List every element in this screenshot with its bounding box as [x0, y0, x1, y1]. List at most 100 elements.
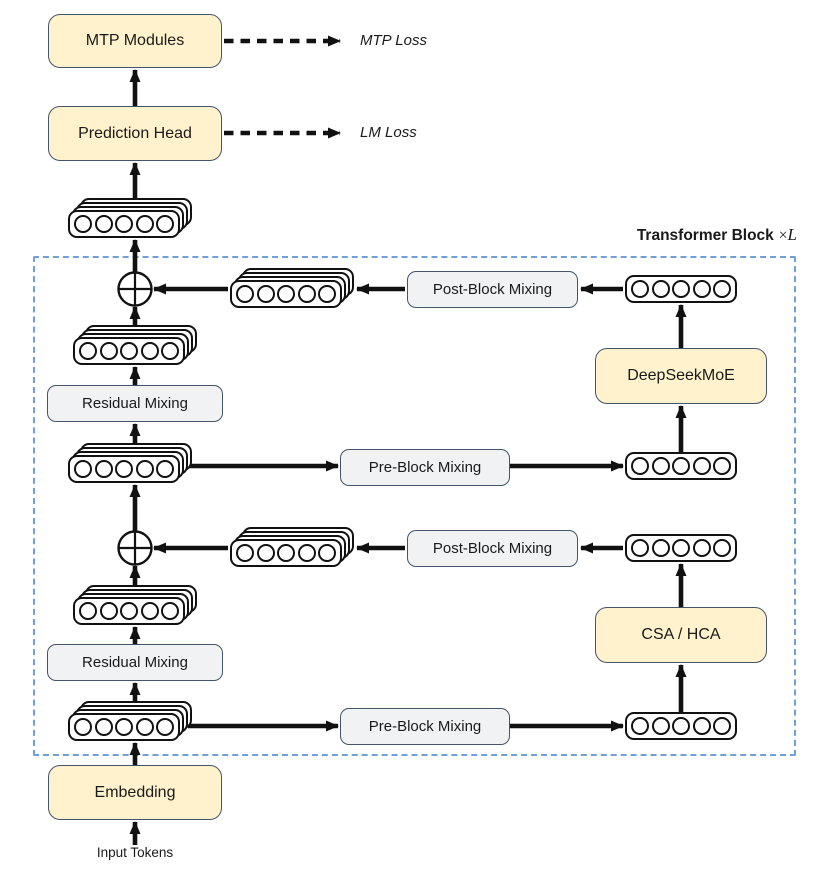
token-cell — [120, 602, 138, 620]
mtp-loss-label: MTP Loss — [360, 32, 427, 49]
node-label: Pre-Block Mixing — [368, 459, 482, 476]
node-label: Post-Block Mixing — [432, 281, 553, 298]
token-cell — [99, 602, 118, 620]
token-cell — [297, 285, 316, 303]
node-post-block-mixing-upper: Post-Block Mixing — [407, 271, 578, 308]
node-label: DeepSeekMoE — [627, 367, 735, 384]
node-post-block-mixing-lower: Post-Block Mixing — [407, 530, 578, 567]
token-cell — [672, 539, 690, 557]
token-cell — [236, 544, 254, 562]
lm-loss-label: LM Loss — [360, 124, 417, 141]
token-row-icon — [625, 452, 737, 480]
token-cell — [94, 215, 113, 233]
token-cell — [631, 539, 649, 557]
token-cell — [318, 285, 336, 303]
token-cell — [94, 460, 113, 478]
token-cell — [277, 544, 295, 562]
node-label: MTP Modules — [85, 32, 185, 49]
node-label: Embedding — [94, 783, 176, 801]
token-cell — [651, 457, 670, 475]
node-residual-mixing-upper: Residual Mixing — [47, 385, 223, 422]
token-cell — [651, 539, 670, 557]
transformer-block-label-text: Transformer Block — [636, 227, 774, 244]
times-symbol: × — [778, 227, 788, 244]
token-cell — [140, 602, 159, 620]
node-pre-block-mixing-upper: Pre-Block Mixing — [340, 449, 510, 486]
token-cell — [672, 457, 690, 475]
node-pre-block-mixing-lower: Pre-Block Mixing — [340, 708, 510, 745]
token-row-icon — [625, 712, 737, 740]
token-row-icon — [230, 539, 342, 567]
token-cell — [236, 285, 254, 303]
token-cell — [692, 539, 711, 557]
transformer-block-label: Transformer Block×L — [480, 225, 797, 245]
token-cell — [672, 717, 690, 735]
token-cell — [115, 460, 133, 478]
token-cell — [99, 342, 118, 360]
token-cell — [74, 460, 92, 478]
token-row-icon — [230, 280, 342, 308]
token-cell — [651, 717, 670, 735]
token-cell — [156, 460, 174, 478]
token-cell — [74, 718, 92, 736]
token-stack-icon — [73, 325, 197, 365]
token-cell — [713, 717, 731, 735]
token-cell — [156, 215, 174, 233]
token-stack-icon — [230, 268, 354, 308]
token-row-icon — [625, 534, 737, 562]
token-cell — [713, 539, 731, 557]
token-cell — [161, 342, 179, 360]
node-csa-hca: CSA / HCA — [595, 607, 767, 663]
token-cell — [156, 718, 174, 736]
token-cell — [297, 544, 316, 562]
node-residual-mixing-lower: Residual Mixing — [47, 644, 223, 681]
token-cell — [115, 718, 133, 736]
loss-arrows — [224, 35, 341, 139]
token-cell — [713, 280, 731, 298]
token-row-icon — [625, 275, 737, 303]
node-prediction-head: Prediction Head — [48, 106, 222, 161]
main-flow-arrows — [129, 69, 687, 845]
node-label: Residual Mixing — [82, 654, 188, 671]
token-cell — [672, 280, 690, 298]
token-cell — [256, 285, 275, 303]
token-cell — [631, 280, 649, 298]
token-cell — [140, 342, 159, 360]
token-cell — [277, 285, 295, 303]
node-label: Post-Block Mixing — [432, 540, 553, 557]
token-cell — [256, 544, 275, 562]
token-cell — [79, 342, 97, 360]
token-row-icon — [68, 210, 180, 238]
token-row-icon — [73, 597, 185, 625]
token-stack-icon — [230, 527, 354, 567]
node-embedding: Embedding — [48, 765, 222, 820]
token-cell — [631, 457, 649, 475]
transformer-block-boundary — [33, 256, 796, 756]
token-cell — [692, 717, 711, 735]
node-deepseekmoe: DeepSeekMoE — [595, 348, 767, 404]
token-cell — [161, 602, 179, 620]
token-cell — [631, 717, 649, 735]
add-node-upper — [117, 271, 153, 307]
token-stack-icon — [73, 585, 197, 625]
node-label: CSA / HCA — [641, 626, 721, 643]
token-cell — [135, 718, 154, 736]
token-cell — [135, 215, 154, 233]
node-label: Residual Mixing — [82, 395, 188, 412]
token-row-icon — [68, 713, 180, 741]
input-tokens-label: Input Tokens — [96, 845, 174, 860]
token-cell — [135, 460, 154, 478]
token-cell — [651, 280, 670, 298]
token-cell — [318, 544, 336, 562]
token-cell — [692, 280, 711, 298]
token-stack-icon — [68, 701, 192, 741]
token-stack-icon — [68, 198, 192, 238]
add-node-lower — [117, 530, 153, 566]
token-cell — [713, 457, 731, 475]
token-stack-icon — [68, 443, 192, 483]
node-label: Prediction Head — [78, 124, 192, 142]
token-row-icon — [73, 337, 185, 365]
token-cell — [74, 215, 92, 233]
